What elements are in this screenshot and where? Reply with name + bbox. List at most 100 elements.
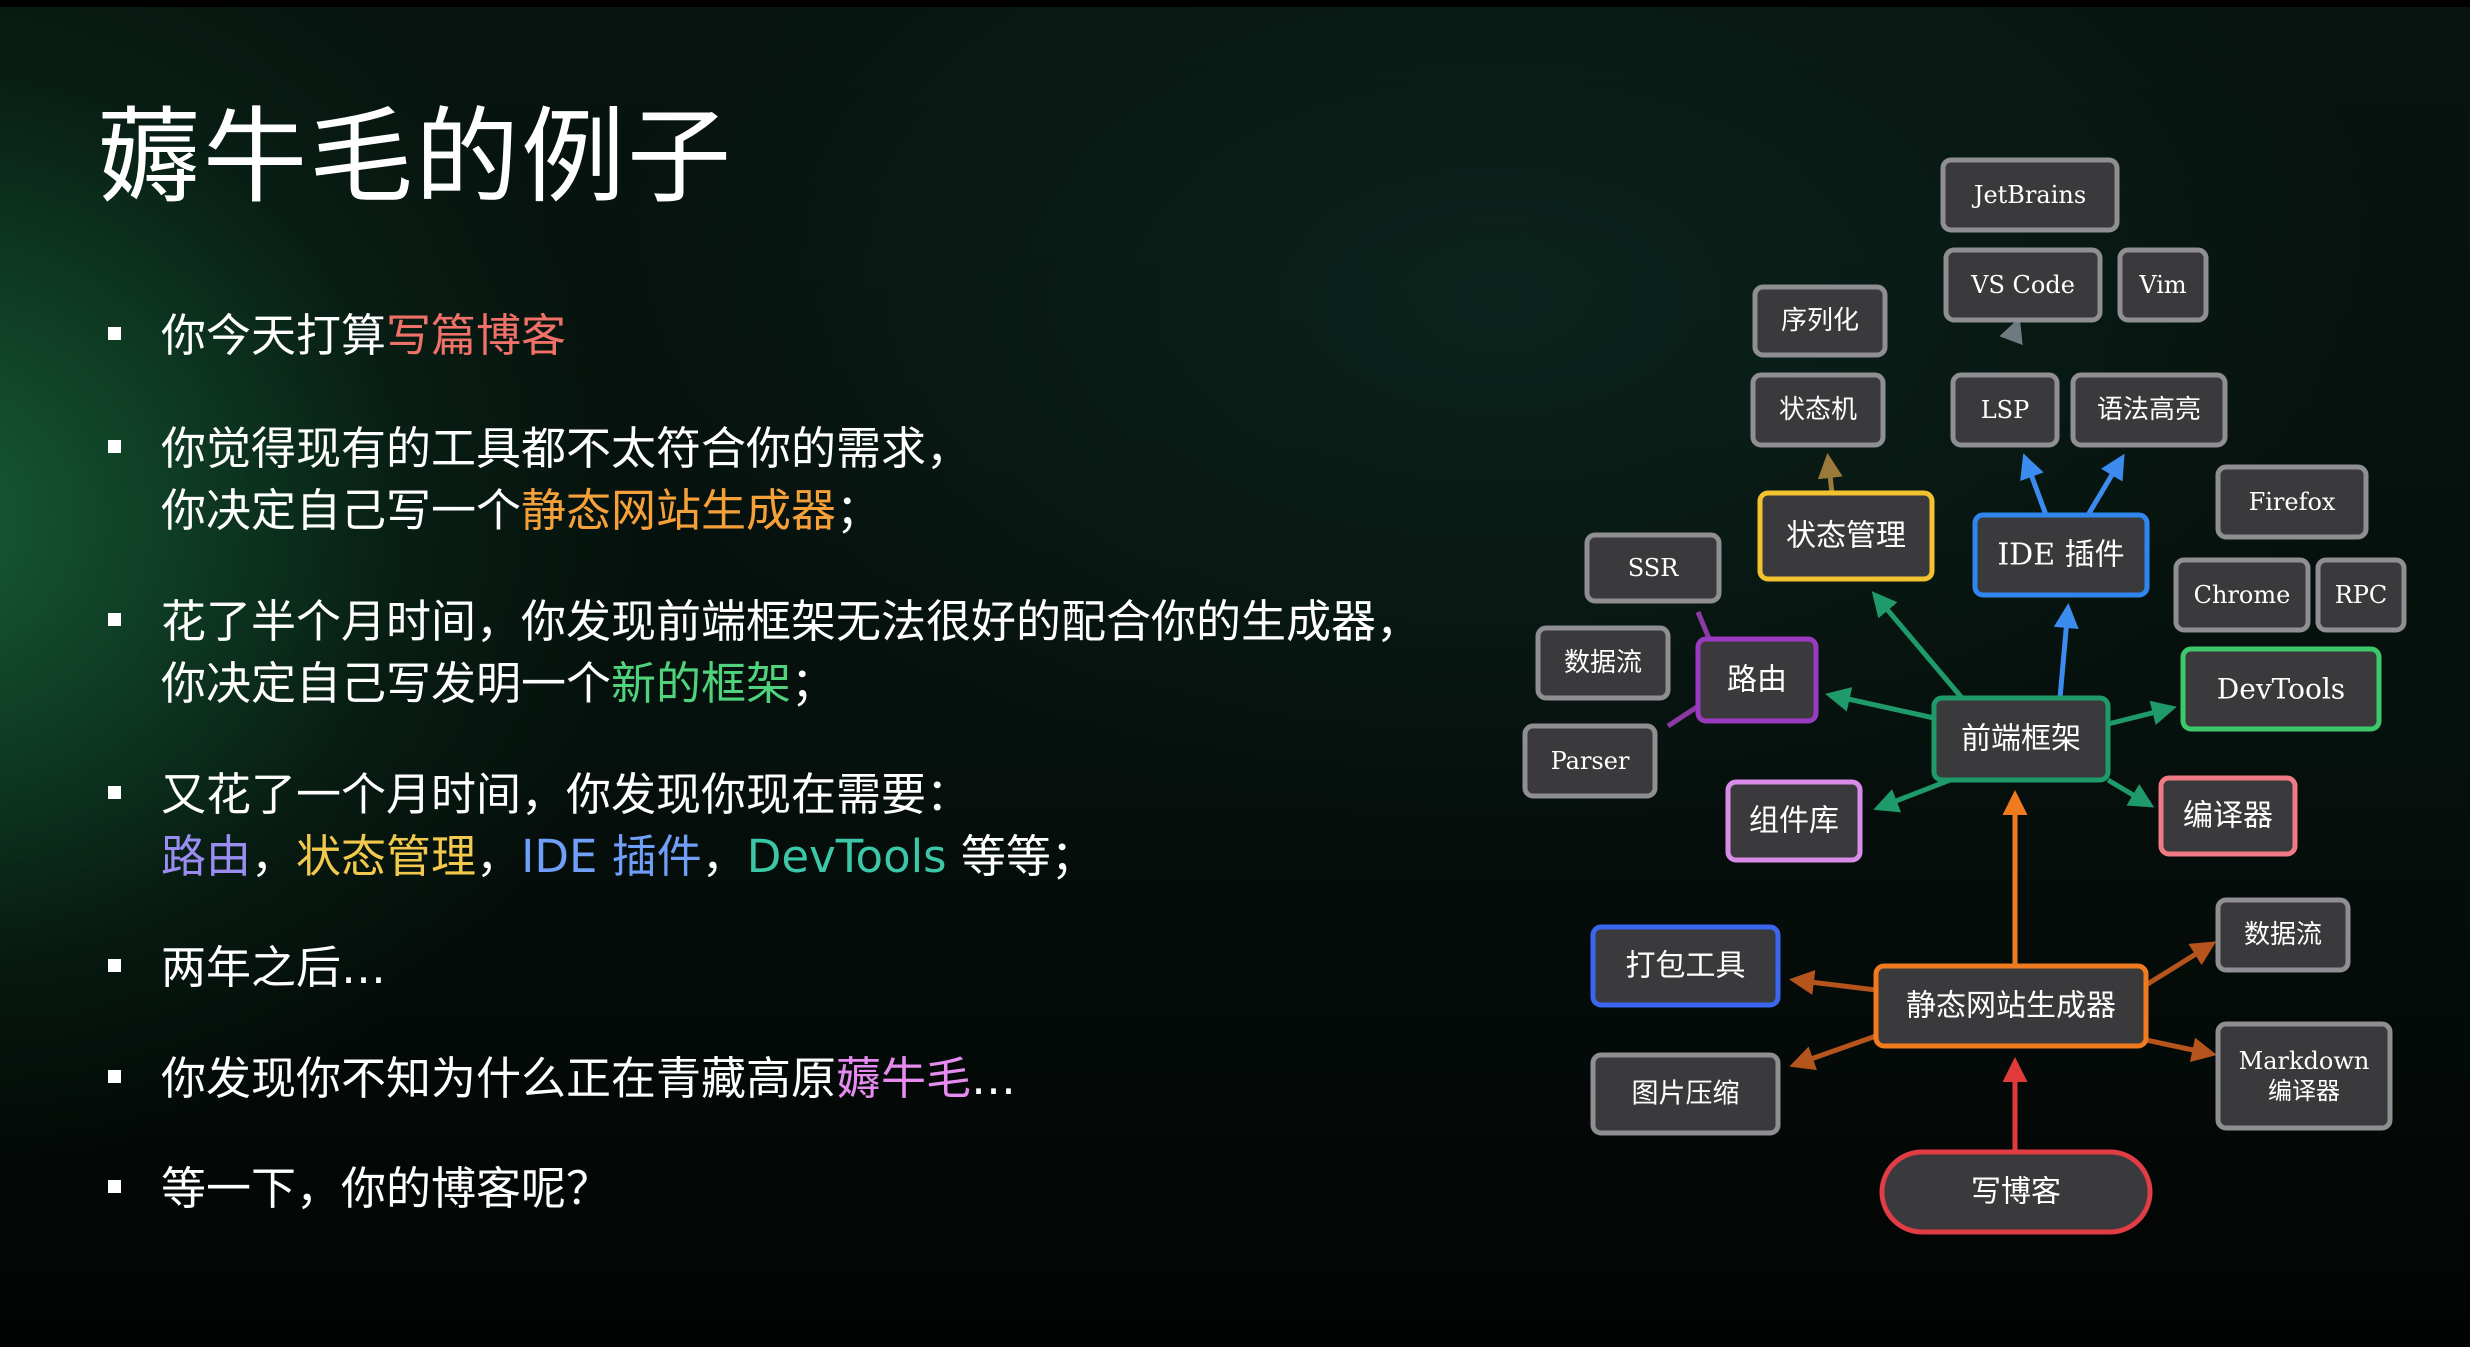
bullet-line: 两年之后… [161, 937, 386, 999]
diagram-node-label: Firefox [2249, 488, 2336, 516]
diagram-node-box [1950, 372, 2060, 448]
diagram-node-label: Parser [1551, 747, 1630, 775]
diagram-node-label: 写博客 [1971, 1175, 2061, 1210]
highlight-text: IDE 插件 [521, 830, 702, 883]
bullet-line: 你今天打算写篇博客 [161, 305, 566, 367]
bullet-segment: 两年之后… [161, 941, 387, 994]
diagram-node-label: 组件库 [1749, 804, 1839, 839]
diagram-node-jetbrains: JetBrains [1940, 157, 2120, 233]
diagram-node-label: 状态管理 [1786, 519, 1906, 554]
bullet-text: 你今天打算写篇博客 [161, 305, 566, 367]
diagram-node-box [2315, 557, 2407, 633]
bullet-text: 花了半个月时间，你发现前端框架无法很好的配合你的生成器，你决定自己写发明一个新的… [161, 591, 1421, 715]
diagram-node-imgzip: 图片压缩 [1590, 1052, 1781, 1136]
bullet-list: 你今天打算写篇博客你觉得现有的工具都不太符合你的需求，你决定自己写一个静态网站生… [108, 305, 1421, 1220]
diagram-node-box [1879, 1149, 2153, 1235]
diagram-node-label: 静态网站生成器 [1906, 989, 2116, 1024]
bullet-line: 你觉得现有的工具都不太符合你的需求， [161, 418, 971, 480]
diagram-node-firefox: Firefox [2215, 464, 2369, 540]
bullet-segment: 你决定自己写发明一个 [161, 657, 612, 710]
bullet-marker [108, 327, 121, 340]
diagram-node-ide: IDE 插件 [1972, 512, 2150, 598]
diagram-node-highlight: 语法高亮 [2070, 372, 2228, 448]
highlight-text: 状态管理 [296, 830, 477, 883]
diagram-node-state: 状态管理 [1757, 490, 1935, 582]
bullet-text: 又花了一个月时间，你发现你现在需要：路由，状态管理，IDE 插件，DevTool… [161, 764, 1096, 888]
bullet-marker [108, 959, 121, 972]
diagram-node-box [1750, 372, 1886, 448]
diagram-node-label: 打包工具 [1626, 949, 1746, 984]
diagram-edge [1871, 591, 1964, 700]
bullet-text: 等一下，你的博客呢？ [161, 1158, 611, 1220]
diagram-edge [1789, 1033, 1877, 1071]
diagram-edge [1999, 317, 2023, 346]
diagram-node-box [1752, 284, 1888, 358]
bullet-item: 花了半个月时间，你发现前端框架无法很好的配合你的生成器，你决定自己写发明一个新的… [108, 591, 1421, 715]
diagram-node-box [1940, 157, 2120, 233]
diagram-node-vscode: VS Code [1943, 247, 2103, 323]
diagram-node-components: 组件库 [1725, 779, 1863, 863]
diagram-node-box [1590, 924, 1781, 1008]
bullet-segment: 你觉得现有的工具都不太符合你的需求， [161, 422, 972, 475]
bullet-line: 你决定自己写一个静态网站生成器； [161, 480, 971, 542]
diagram-node-box [2158, 775, 2298, 857]
diagram-node-label: 数据流 [2244, 920, 2322, 950]
diagram-edge [1666, 702, 1702, 729]
bullet-segment: ， [476, 830, 522, 883]
diagram-node-box [1695, 636, 1819, 724]
bullet-item: 又花了一个月时间，你发现你现在需要：路由，状态管理，IDE 插件，DevTool… [108, 764, 1096, 888]
bullet-segment: 花了半个月时间，你发现前端框架无法很好的配合你的生成器， [161, 595, 1422, 648]
diagram-node-blog: 写博客 [1879, 1149, 2153, 1235]
diagram-node-lsp: LSP [1950, 372, 2060, 448]
diagram-node-dataflow1: 数据流 [1535, 625, 1671, 701]
diagram-node-parser: Parser [1522, 723, 1658, 799]
diagram-node-box [2215, 897, 2351, 973]
bullet-item: 你发现你不知为什么正在青藏高原薅牛毛… [108, 1048, 1016, 1110]
bullet-segment: 又花了一个月时间，你发现你现在需要： [161, 768, 972, 821]
diagram-node-label: 路由 [1727, 663, 1787, 698]
diagram-node-box [1873, 963, 2149, 1049]
diagram-node-label: RPC [2335, 581, 2388, 609]
diagram-edge [1825, 687, 1935, 721]
bullet-segment: ， [251, 830, 297, 883]
bullet-line: 花了半个月时间，你发现前端框架无法很好的配合你的生成器， [161, 591, 1421, 653]
diagram-node-ssg: 静态网站生成器 [1873, 963, 2149, 1049]
bullet-marker [108, 613, 121, 626]
bullet-line: 路由，状态管理，IDE 插件，DevTools 等等； [161, 826, 1096, 888]
diagram-node-label: DevTools [2217, 673, 2345, 706]
diagram-edge [2144, 941, 2217, 988]
bullet-segment: 你今天打算 [161, 309, 387, 362]
diagram-edge [2107, 700, 2177, 727]
diagram-node-box [1943, 247, 2103, 323]
diagram-edge [2106, 777, 2155, 808]
bullet-segment: 等一下，你的博客呢？ [161, 1162, 612, 1215]
diagram-node-label: 数据流 [1564, 648, 1642, 678]
diagram-node-chrome: Chrome [2173, 557, 2311, 633]
diagram-node-router: 路由 [1695, 636, 1819, 724]
diagram-node-box [2070, 372, 2228, 448]
highlight-text: 写篇博客 [386, 309, 567, 362]
diagram-node-box [1725, 779, 1863, 863]
diagram-node-label: VS Code [1970, 271, 2075, 299]
diagram-node-box [2173, 557, 2311, 633]
diagram-node-label: 序列化 [1781, 306, 1859, 336]
diagram-node-label: LSP [1981, 396, 2030, 424]
bullet-segment: ； [791, 657, 837, 710]
highlight-text: 薅牛毛 [836, 1052, 972, 1105]
diagram-node-bundler: 打包工具 [1590, 924, 1781, 1008]
bullet-item: 两年之后… [108, 937, 386, 999]
diagram-node-label: IDE 插件 [1997, 538, 2124, 573]
diagram-node-label: 前端框架 [1961, 722, 2081, 757]
bullet-segment: ， [701, 830, 747, 883]
diagram-node-label: 状态机 [1779, 395, 1857, 425]
diagram-node-box [1584, 532, 1722, 604]
diagram-node-devtools: DevTools [2180, 646, 2382, 732]
diagram-node-box [2215, 464, 2369, 540]
diagram-edge [1817, 453, 1843, 494]
diagram-edge [2020, 453, 2049, 516]
diagram-node-ssr: SSR [1584, 532, 1722, 604]
